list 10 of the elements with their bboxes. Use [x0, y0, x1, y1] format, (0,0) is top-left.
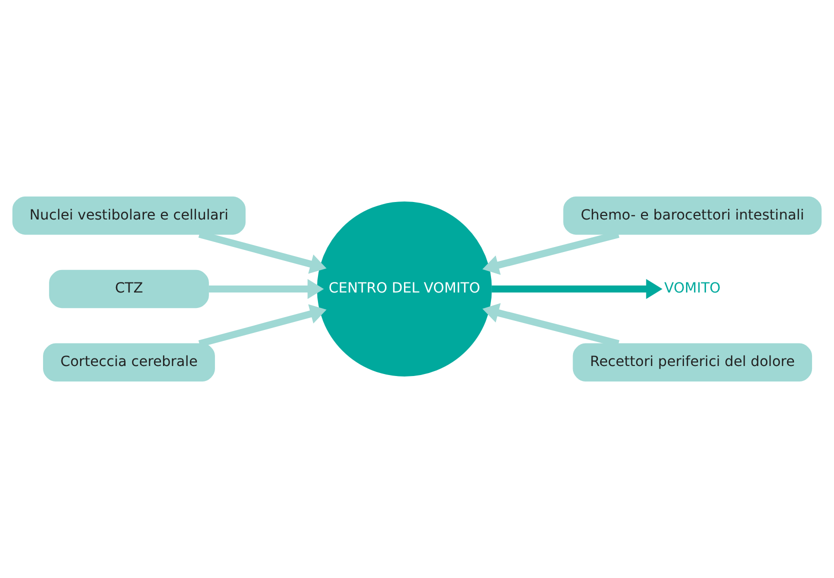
node-circle: CENTRO DEL VOMITO	[316, 202, 492, 376]
node-text: VOMITO	[664, 280, 721, 297]
arrow	[198, 304, 327, 348]
node-box: Recettori periferici del dolore	[572, 343, 812, 382]
arrow	[492, 279, 662, 299]
node-box: Chemo- e barocettori intestinali	[563, 196, 822, 235]
node-box: Nuclei vestibolare e cellulari	[12, 196, 246, 235]
arrow	[208, 279, 324, 299]
node-box: CTZ	[49, 270, 209, 308]
node-box: Corteccia cerebrale	[43, 343, 215, 382]
